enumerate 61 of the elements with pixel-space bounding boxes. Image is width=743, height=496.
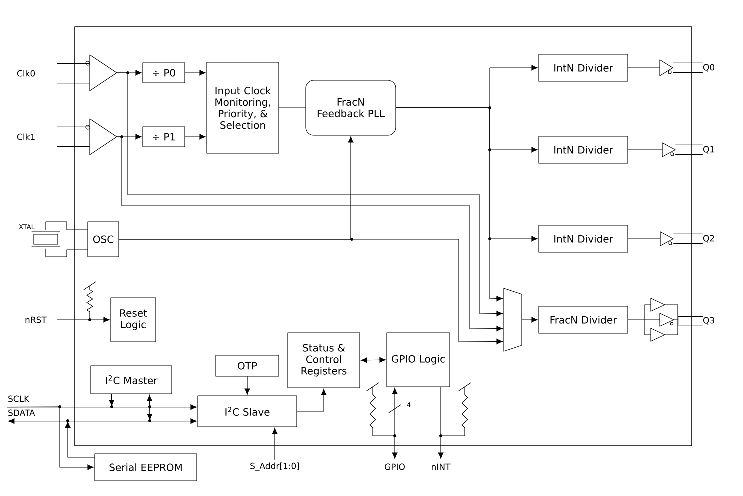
output-buffer-symbol — [660, 232, 674, 246]
pin-label: S_Addr[1:0] — [250, 462, 300, 472]
connector — [396, 108, 503, 302]
output-buffer-drawing — [644, 298, 678, 342]
multiplexer-symbol — [504, 288, 522, 352]
connector — [117, 136, 503, 332]
connector — [8, 418, 197, 424]
pin-label: Q1 — [703, 146, 714, 154]
connector — [185, 134, 206, 140]
pin-label: Clk0 — [17, 70, 36, 77]
pin-label: SCLK — [8, 396, 30, 402]
block-box: I$^{2}$C Master — [90, 366, 172, 394]
connector — [438, 387, 444, 459]
block-box: I$^{2}$C Slave — [198, 396, 298, 428]
connector — [57, 317, 110, 323]
connector — [673, 62, 703, 74]
pin-label: Q0 — [703, 64, 715, 72]
connector — [522, 317, 538, 323]
connector — [57, 126, 90, 148]
input-buffer-symbol — [86, 54, 118, 92]
block-box: OSC — [88, 222, 120, 258]
connector — [65, 422, 95, 458]
pin-label: Clk1 — [17, 134, 35, 140]
pin-label: Q3 — [703, 317, 714, 325]
output-buffer-symbol — [662, 142, 676, 158]
pin-label: Q2 — [703, 235, 714, 243]
connector — [272, 428, 278, 460]
connector — [244, 376, 250, 395]
pin-label: nRST — [26, 316, 47, 324]
connector — [628, 238, 660, 240]
connector — [109, 394, 115, 406]
block-box: FracN Divider — [538, 306, 628, 334]
block-box: IntN Divider — [538, 225, 628, 253]
block-box: Input Clock Monitoring, Priority, & Selection — [206, 62, 280, 154]
pin-label: nINT — [432, 464, 451, 470]
connector — [57, 63, 90, 84]
connector — [674, 234, 703, 244]
connector — [117, 72, 503, 317]
connector — [676, 144, 703, 156]
block-box: Reset Logic — [110, 298, 156, 342]
output-buffer-symbol — [660, 60, 674, 76]
block-box: ÷ P0 — [142, 62, 186, 84]
block-box: OTP — [216, 355, 280, 377]
block-box: IntN Divider — [538, 54, 628, 82]
connector — [185, 70, 206, 76]
connector — [147, 395, 153, 420]
connector — [7, 406, 94, 470]
block-box: Serial EEPROM — [94, 454, 198, 482]
block-box: IntN Divider — [538, 136, 628, 164]
connector — [361, 357, 386, 364]
connector — [678, 316, 703, 326]
rounded-block-box: FracN Feedback PLL — [306, 80, 396, 136]
block-box: ÷ P1 — [142, 126, 186, 148]
block-box: GPIO Logic — [386, 332, 450, 388]
input-buffer-symbol — [86, 118, 118, 156]
pin-label: SDATA — [8, 410, 36, 416]
connector — [297, 389, 327, 412]
pin-label: GPIO — [385, 464, 405, 470]
connector — [119, 239, 503, 344]
connector — [392, 388, 398, 459]
block-box: Status & Control Registers — [288, 332, 360, 388]
